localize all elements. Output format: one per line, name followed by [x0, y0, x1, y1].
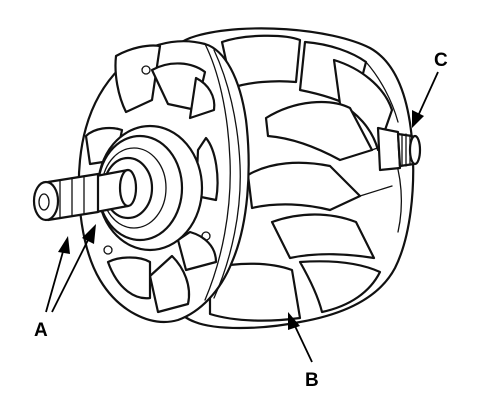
fan-blade — [106, 256, 152, 300]
callout-label-c: C — [434, 50, 448, 71]
callout-label-b: B — [305, 370, 319, 391]
fan-blade — [114, 44, 162, 114]
claw-pole — [220, 34, 302, 90]
slip-ring-end — [376, 126, 422, 172]
claw-pole — [208, 262, 302, 322]
fan-blade — [188, 76, 216, 120]
fan-blade — [148, 254, 191, 314]
fan-blade — [176, 230, 218, 272]
rotor-shaft — [32, 168, 138, 222]
callout-arrows — [45, 71, 439, 363]
claw-pole — [270, 213, 376, 260]
callout-label-a: A — [34, 320, 48, 341]
claw-pole — [298, 260, 382, 314]
bearing-hub — [96, 124, 204, 252]
